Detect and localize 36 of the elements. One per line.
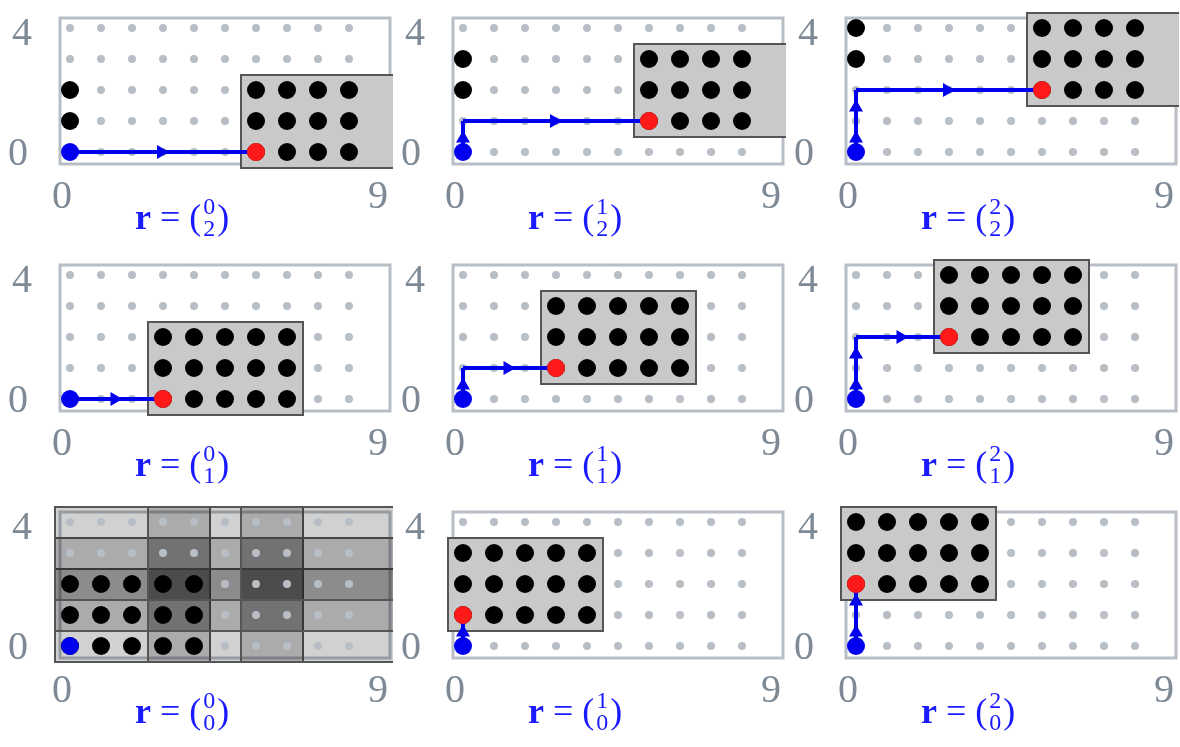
axis-label: 4 — [798, 12, 818, 52]
axis-label: 9 — [761, 669, 781, 709]
axis-label: 9 — [368, 669, 388, 709]
axis-label: 0 — [838, 422, 858, 462]
axis-label: 4 — [798, 259, 818, 299]
axis-label: 9 — [1154, 422, 1174, 462]
axis-label: 9 — [1154, 669, 1174, 709]
axis-label: 0 — [52, 669, 72, 709]
axis-label: 4 — [405, 506, 425, 546]
axis-label: 0 — [838, 669, 858, 709]
axis-label: 4 — [12, 259, 32, 299]
axis-label: 9 — [761, 422, 781, 462]
axis-label: 0 — [8, 626, 28, 666]
axis-label: 0 — [445, 669, 465, 709]
axis-label: 0 — [401, 626, 421, 666]
axis-label: 0 — [52, 422, 72, 462]
axis-label: 0 — [401, 132, 421, 172]
axis-label: 0 — [8, 379, 28, 419]
axis-label: 0 — [8, 132, 28, 172]
axis-label: 9 — [368, 175, 388, 215]
axis-label: 0 — [401, 379, 421, 419]
axis-label: 0 — [52, 175, 72, 215]
axis-label: 0 — [445, 422, 465, 462]
axis-label: 4 — [12, 506, 32, 546]
axis-label: 0 — [838, 175, 858, 215]
axis-label: 0 — [445, 175, 465, 215]
axis-label: 9 — [1154, 175, 1174, 215]
axis-label: 0 — [794, 379, 814, 419]
axis-label: 0 — [794, 626, 814, 666]
axis-label: 0 — [794, 132, 814, 172]
axis-label: 4 — [405, 12, 425, 52]
axis-label: 4 — [12, 12, 32, 52]
axis-label: 4 — [798, 506, 818, 546]
axis-label: 9 — [761, 175, 781, 215]
axis-label: 4 — [405, 259, 425, 299]
axis-label: 9 — [368, 422, 388, 462]
